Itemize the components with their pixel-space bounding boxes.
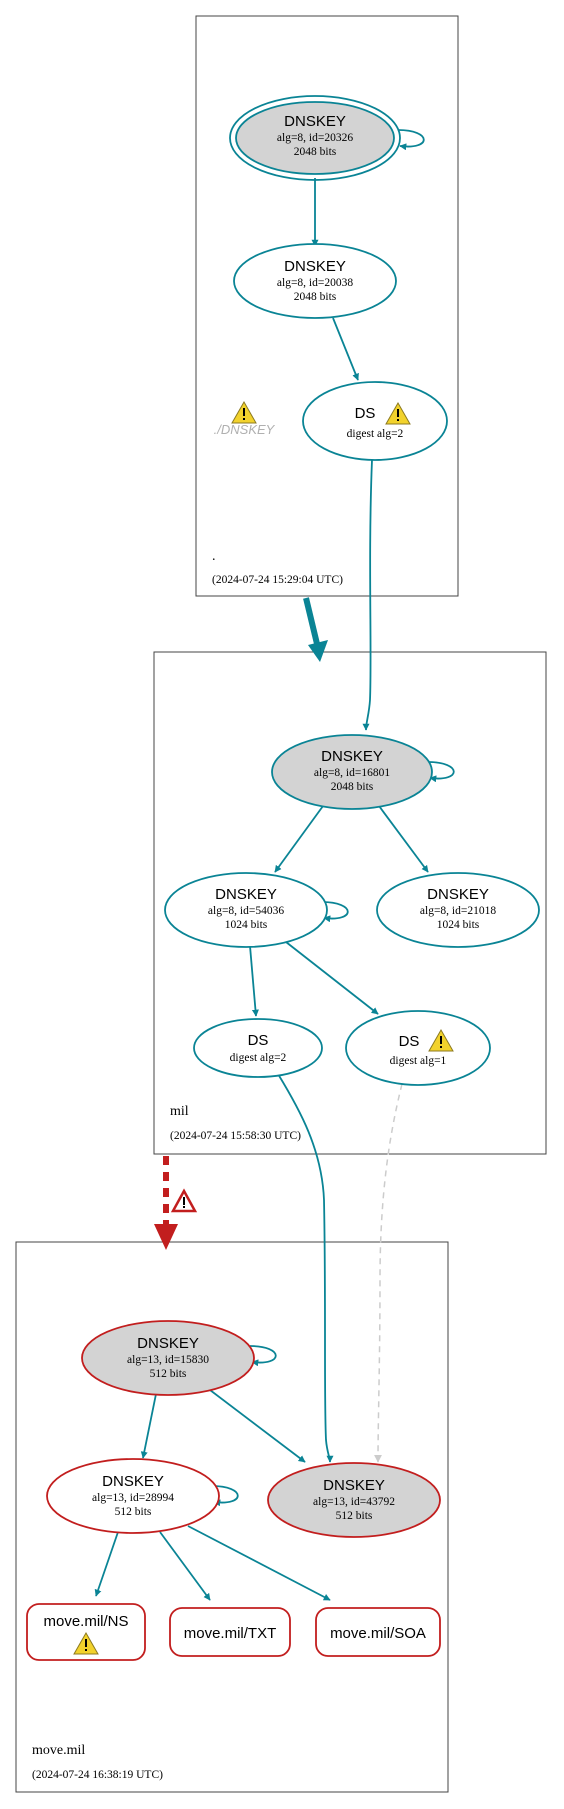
zone-mil-name: mil (170, 1104, 189, 1119)
warning-icon (73, 1631, 99, 1655)
node-move-zsk-line1: alg=13, id=28994 (92, 1492, 174, 1504)
edge-move-zsk-to-ns (94, 1531, 119, 1597)
node-mil-zsk2-line1: alg=8, id=21018 (420, 905, 496, 917)
rrset-txt-label: move.mil/TXT (184, 1625, 277, 1642)
rrset-txt[interactable]: move.mil/TXT (169, 1607, 291, 1657)
edge-mil-zsk1-to-ds1 (285, 941, 379, 1015)
edge-move-zsk-to-txt (159, 1531, 211, 1601)
node-mil-zsk1-line1: alg=8, id=54036 (208, 905, 284, 917)
rrset-ns[interactable]: move.mil/NS (26, 1603, 146, 1661)
node-root-zsk[interactable]: DNSKEY alg=8, id=20038 2048 bits (233, 243, 397, 319)
delegation-arrow-root-mil (308, 640, 328, 662)
node-mil-ksk-line2: 2048 bits (331, 781, 374, 793)
edge-mil-ksk-to-zsk1 (274, 805, 324, 873)
edge-mil-ksk-to-zsk2 (378, 805, 429, 873)
edge-root-to-mil-delegation (303, 597, 321, 649)
node-move-zsk-title: DNSKEY (102, 1473, 164, 1490)
edge-root-ksk-self (397, 129, 425, 151)
zone-move-mil-timestamp: (2024-07-24 16:38:19 UTC) (32, 1769, 163, 1781)
node-root-zsk-line2: 2048 bits (294, 291, 337, 303)
node-move-zsk-line2: 512 bits (115, 1506, 152, 1518)
node-move-ksk-line1: alg=13, id=15830 (127, 1354, 209, 1366)
node-move-zsk[interactable]: DNSKEY alg=13, id=28994 512 bits (46, 1458, 220, 1534)
node-root-ds-title: DS (355, 405, 376, 422)
node-mil-zsk1-title: DNSKEY (215, 886, 277, 903)
rrset-soa-label: move.mil/SOA (330, 1625, 426, 1642)
node-root-ksk-line2: 2048 bits (294, 146, 337, 158)
zone-root-name: . (212, 549, 216, 564)
node-root-ksk-line1: alg=8, id=20326 (277, 132, 353, 144)
edge-root-zsk-to-ds (332, 317, 359, 381)
delegation-arrow-mil-move (154, 1224, 178, 1250)
node-root-zsk-title: DNSKEY (284, 258, 346, 275)
node-move-ksk-line2: 512 bits (150, 1368, 187, 1380)
node-mil-zsk2-line2: 1024 bits (437, 919, 480, 931)
node-root-ksk[interactable]: DNSKEY alg=8, id=20326 2048 bits (229, 95, 401, 181)
zone-mil-timestamp: (2024-07-24 15:58:30 UTC) (170, 1130, 301, 1142)
node-mil-zsk2-title: DNSKEY (427, 886, 489, 903)
edge-root-ds-to-mil-ksk (362, 459, 373, 731)
node-root-ksk-title: DNSKEY (284, 113, 346, 130)
node-mil-ds1-line1: digest alg=1 (390, 1055, 447, 1067)
node-mil-ds2-line1: digest alg=2 (230, 1052, 287, 1064)
node-mil-zsk1[interactable]: DNSKEY alg=8, id=54036 1024 bits (164, 872, 328, 948)
node-mil-ds1[interactable]: DS digest alg=1 (345, 1010, 491, 1086)
node-move-key3[interactable]: DNSKEY alg=13, id=43792 512 bits (267, 1462, 441, 1538)
node-mil-ds1-title: DS (399, 1033, 420, 1050)
node-root-ds-line1: digest alg=2 (347, 428, 404, 440)
rrset-ns-label: move.mil/NS (43, 1613, 128, 1630)
node-root-zsk-line1: alg=8, id=20038 (277, 277, 353, 289)
edge-move-ksk-self (249, 1345, 277, 1367)
warning-icon (428, 1028, 454, 1052)
node-mil-ds2[interactable]: DS digest alg=2 (193, 1018, 323, 1078)
node-mil-ds2-title: DS (248, 1032, 269, 1049)
warning-icon (385, 401, 411, 425)
node-mil-ksk[interactable]: DNSKEY alg=8, id=16801 2048 bits (271, 734, 433, 810)
root-ghost-dnskey-label: ./DNSKEY (214, 422, 276, 437)
edge-mil-zsk1-self (321, 901, 349, 923)
node-mil-zsk1-line2: 1024 bits (225, 919, 268, 931)
edge-move-ksk-to-zsk (140, 1393, 157, 1459)
warning-icon (231, 400, 257, 424)
node-mil-ksk-title: DNSKEY (321, 748, 383, 765)
node-mil-ksk-line1: alg=8, id=16801 (314, 767, 390, 779)
node-move-ksk-title: DNSKEY (137, 1335, 199, 1352)
error-icon (170, 1188, 198, 1213)
zone-move-mil-name: move.mil (32, 1743, 85, 1758)
edge-mil-zsk1-to-ds2 (249, 945, 259, 1017)
node-root-ds[interactable]: DS digest alg=2 (302, 381, 448, 461)
edge-mil-ds1-to-move-key3-dashed (374, 1083, 403, 1463)
edge-move-zsk-to-soa (187, 1525, 331, 1601)
node-move-key3-line2: 512 bits (336, 1510, 373, 1522)
node-move-key3-title: DNSKEY (323, 1477, 385, 1494)
zone-root-timestamp: (2024-07-24 15:29:04 UTC) (212, 574, 343, 586)
node-move-ksk[interactable]: DNSKEY alg=13, id=15830 512 bits (81, 1320, 255, 1396)
edge-mil-ds2-to-move-key3 (277, 1073, 334, 1463)
edge-mil-ksk-self (427, 761, 455, 783)
edge-move-zsk-self (211, 1485, 239, 1507)
edge-move-ksk-to-key3 (209, 1389, 306, 1463)
root-missing-dnskey: ./DNSKEY (214, 400, 276, 437)
rrset-soa[interactable]: move.mil/SOA (315, 1607, 441, 1657)
node-move-key3-line1: alg=13, id=43792 (313, 1496, 395, 1508)
node-mil-zsk2[interactable]: DNSKEY alg=8, id=21018 1024 bits (376, 872, 540, 948)
